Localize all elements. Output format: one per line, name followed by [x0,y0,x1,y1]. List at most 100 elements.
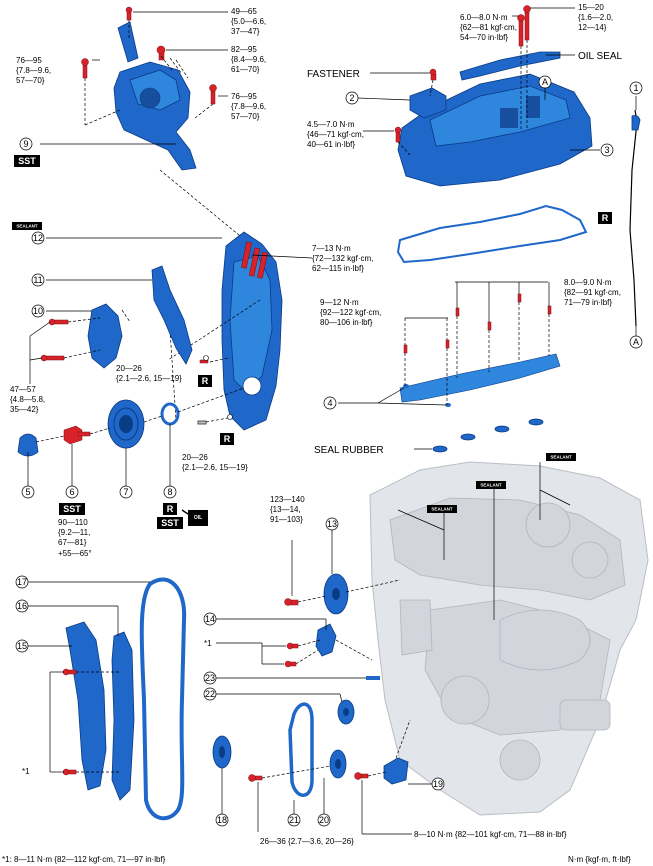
sprocket-bolt [248,765,331,832]
cover-gasket [396,204,588,264]
svg-text:3: 3 [604,145,609,155]
engine-sealant-leaders [397,462,571,620]
r-badge-lower: R [220,433,234,445]
callout-2: 2 [345,91,359,105]
ref-mark-a-bottom: A [629,335,643,349]
svg-text:R: R [202,376,209,386]
callout-7: 7 [119,485,133,499]
svg-text:SEALANT: SEALANT [431,507,453,512]
torque-47-57: 47—57 [10,385,36,394]
timing-chain [139,577,187,821]
callout-10: 10 [31,304,45,318]
svg-text:8: 8 [167,487,172,497]
svg-text:20: 20 [319,815,329,825]
svg-text:SEALANT: SEALANT [16,224,38,229]
svg-text:9: 9 [23,139,28,149]
svg-text:62—115 in·lbf}: 62—115 in·lbf} [312,264,364,273]
oil-can-icon: OIL [181,509,208,526]
chain-tensioner [40,303,123,369]
svg-text:{1.6—2.0,: {1.6—2.0, [578,13,613,22]
torque-76-95-right: 76—95 [231,92,257,101]
svg-text:80—106 in·lbf}: 80—106 in·lbf} [320,318,373,327]
torque-20-26-upper: 20—26 [116,364,142,373]
svg-text:{13—14,: {13—14, [270,505,301,514]
sprocket-13-leaders [291,530,401,603]
camshaft-sprocket [284,573,349,615]
callout-9: 9 [19,137,33,151]
star-mark-14: *1 [204,639,212,648]
cover-bolts [394,5,531,143]
units-note: N·m {kgf·m, ft·lbf} [568,855,631,864]
callout-15: 15 [15,639,29,653]
torque-76-95-left: 76—95 [16,56,42,65]
callout-12: 12 [31,231,45,245]
sealant-badge-engine-1: SEALANT [546,453,576,461]
torque-4-5-7: 4.5—7.0 N·m [307,120,355,129]
svg-text:18: 18 [217,815,227,825]
svg-text:SEALANT: SEALANT [550,455,572,460]
callout-22: 22 [203,687,217,701]
oil-seal [459,51,561,81]
svg-text:{46—71 kgf·cm,: {46—71 kgf·cm, [307,130,364,139]
svg-text:35—42}: 35—42} [10,405,39,414]
svg-text:4: 4 [327,398,332,408]
crankshaft-pulley-bolt [63,425,91,445]
guide-bolts [62,668,77,776]
oil-seal-label: OIL SEAL [578,51,623,62]
svg-text:40—61 in·lbf}: 40—61 in·lbf} [307,140,355,149]
timing-chain-cover [221,231,283,431]
svg-text:10: 10 [33,306,43,316]
torque-7-13: 7—13 N·m [312,244,351,253]
svg-text:17: 17 [17,577,27,587]
oil-jet-pin [216,676,380,680]
svg-text:SST: SST [63,504,81,514]
svg-text:SST: SST [161,518,179,528]
sealant-badge-engine-3: SEALANT [427,505,457,513]
sst-badge-6: SST [59,503,85,515]
svg-text:91—103}: 91—103} [270,515,303,524]
svg-text:{72—132 kgf·cm,: {72—132 kgf·cm, [312,254,373,263]
callout-20: 20 [317,813,331,827]
crankshaft-pulley [107,399,145,449]
callout-21: 21 [287,813,301,827]
torque-49-65: 49—65 [231,7,257,16]
torque-26-36: 26—36 {2.7—3.6, 20—26} [260,837,354,846]
svg-text:71—79 in·lbf}: 71—79 in·lbf} [564,298,612,307]
r-badge-8: R [163,503,177,515]
fastener-label: FASTENER [307,69,360,80]
callout-11: 11 [31,273,45,287]
svg-text:{7.8—9.6,: {7.8—9.6, [16,66,51,75]
chain-guide-15 [65,621,107,791]
svg-text:R: R [167,504,174,514]
svg-text:{8.4—9.6,: {8.4—9.6, [231,55,266,64]
svg-text:{4.8—5.8,: {4.8—5.8, [10,395,45,404]
svg-text:R: R [224,434,231,444]
torque-90-110: 90—110 [58,518,88,527]
callout-17: 17 [15,575,29,589]
svg-text:{5.0—6.6,: {5.0—6.6, [231,17,266,26]
callout-14: 14 [203,612,217,626]
sst-badge: SST [14,155,40,167]
svg-text:23: 23 [205,673,215,683]
guide-leaders [28,605,120,773]
part-14-leaders [216,618,373,665]
callout-4: 4 [323,396,337,410]
cover-leader-lines [357,7,600,156]
torque-82-95: 82—95 [231,45,257,54]
torque-6-8: 6.0—8.0 N·m [460,13,508,22]
svg-text:13: 13 [327,519,337,529]
footnote-star-1: *1: 8—11 N·m {82—112 kgf·cm, 71—97 in·lb… [2,855,166,864]
callout-18: 18 [215,813,229,827]
callout-16: 16 [15,599,29,613]
oil-pump-chain [288,702,314,814]
callout-23: 23 [203,671,217,685]
seal-rubber-label: SEAL RUBBER [314,445,384,456]
callout-1: 1 [629,81,643,95]
svg-text:57—70}: 57—70} [231,112,260,121]
svg-text:54—70 in·lbf}: 54—70 in·lbf} [460,33,508,42]
plug-gasket-bolts [403,293,552,354]
svg-text:{82—91 kgf·cm,: {82—91 kgf·cm, [564,288,621,297]
plug-bolt-upper [199,355,229,364]
svg-text:67—81}: 67—81} [58,538,87,547]
